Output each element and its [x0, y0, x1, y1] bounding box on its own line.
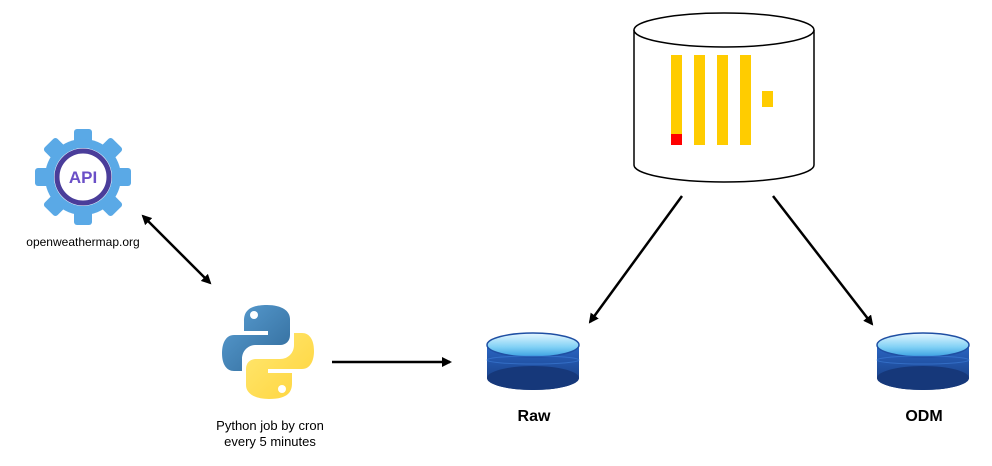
odm-disk-icon [876, 332, 970, 390]
warehouse-odm-arrow [772, 195, 874, 326]
python-job-label: Python job by cron every 5 minutes [190, 418, 350, 450]
raw-disk-icon [486, 332, 580, 390]
api-label: openweathermap.org [26, 235, 140, 249]
bar-1 [671, 55, 682, 145]
python-job-line1: Python job by cron [216, 418, 324, 433]
bar-3 [717, 55, 728, 145]
api-icon-text: API [69, 168, 97, 187]
odm-label: ODM [905, 408, 943, 425]
bar-4 [740, 55, 751, 145]
raw-label: Raw [517, 408, 551, 425]
bar-5 [762, 91, 773, 107]
bar-2 [694, 55, 705, 145]
python-logo-icon [222, 305, 314, 399]
warehouse-raw-arrow [588, 195, 684, 324]
bar-1-accent [671, 134, 682, 145]
python-job-line2: every 5 minutes [224, 434, 316, 449]
database-cylinder-icon [633, 12, 815, 183]
api-python-arrow [141, 214, 212, 285]
api-gear-icon: API [35, 129, 131, 225]
